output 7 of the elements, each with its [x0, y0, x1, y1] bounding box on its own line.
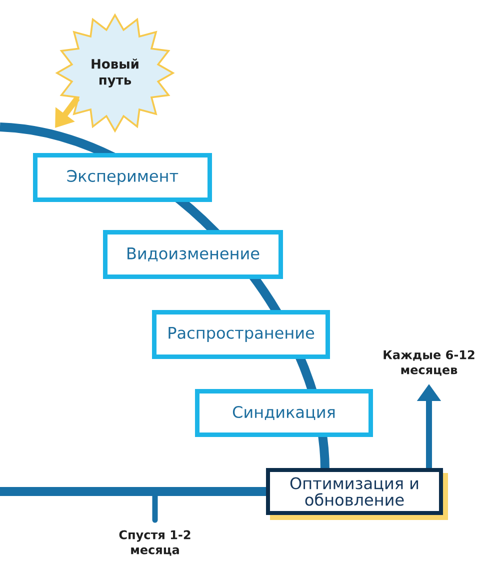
note-text: Каждые 6-12 месяцев — [384, 350, 474, 376]
process-box: Распространение — [152, 310, 330, 359]
process-box: Эксперимент — [33, 153, 212, 202]
process-box: Видоизменение — [103, 230, 283, 279]
process-box: Оптимизация и обновление — [266, 468, 448, 520]
timeline-label: Спустя 1-2 месяца — [119, 530, 190, 556]
process-box: Синдикация — [195, 389, 373, 437]
